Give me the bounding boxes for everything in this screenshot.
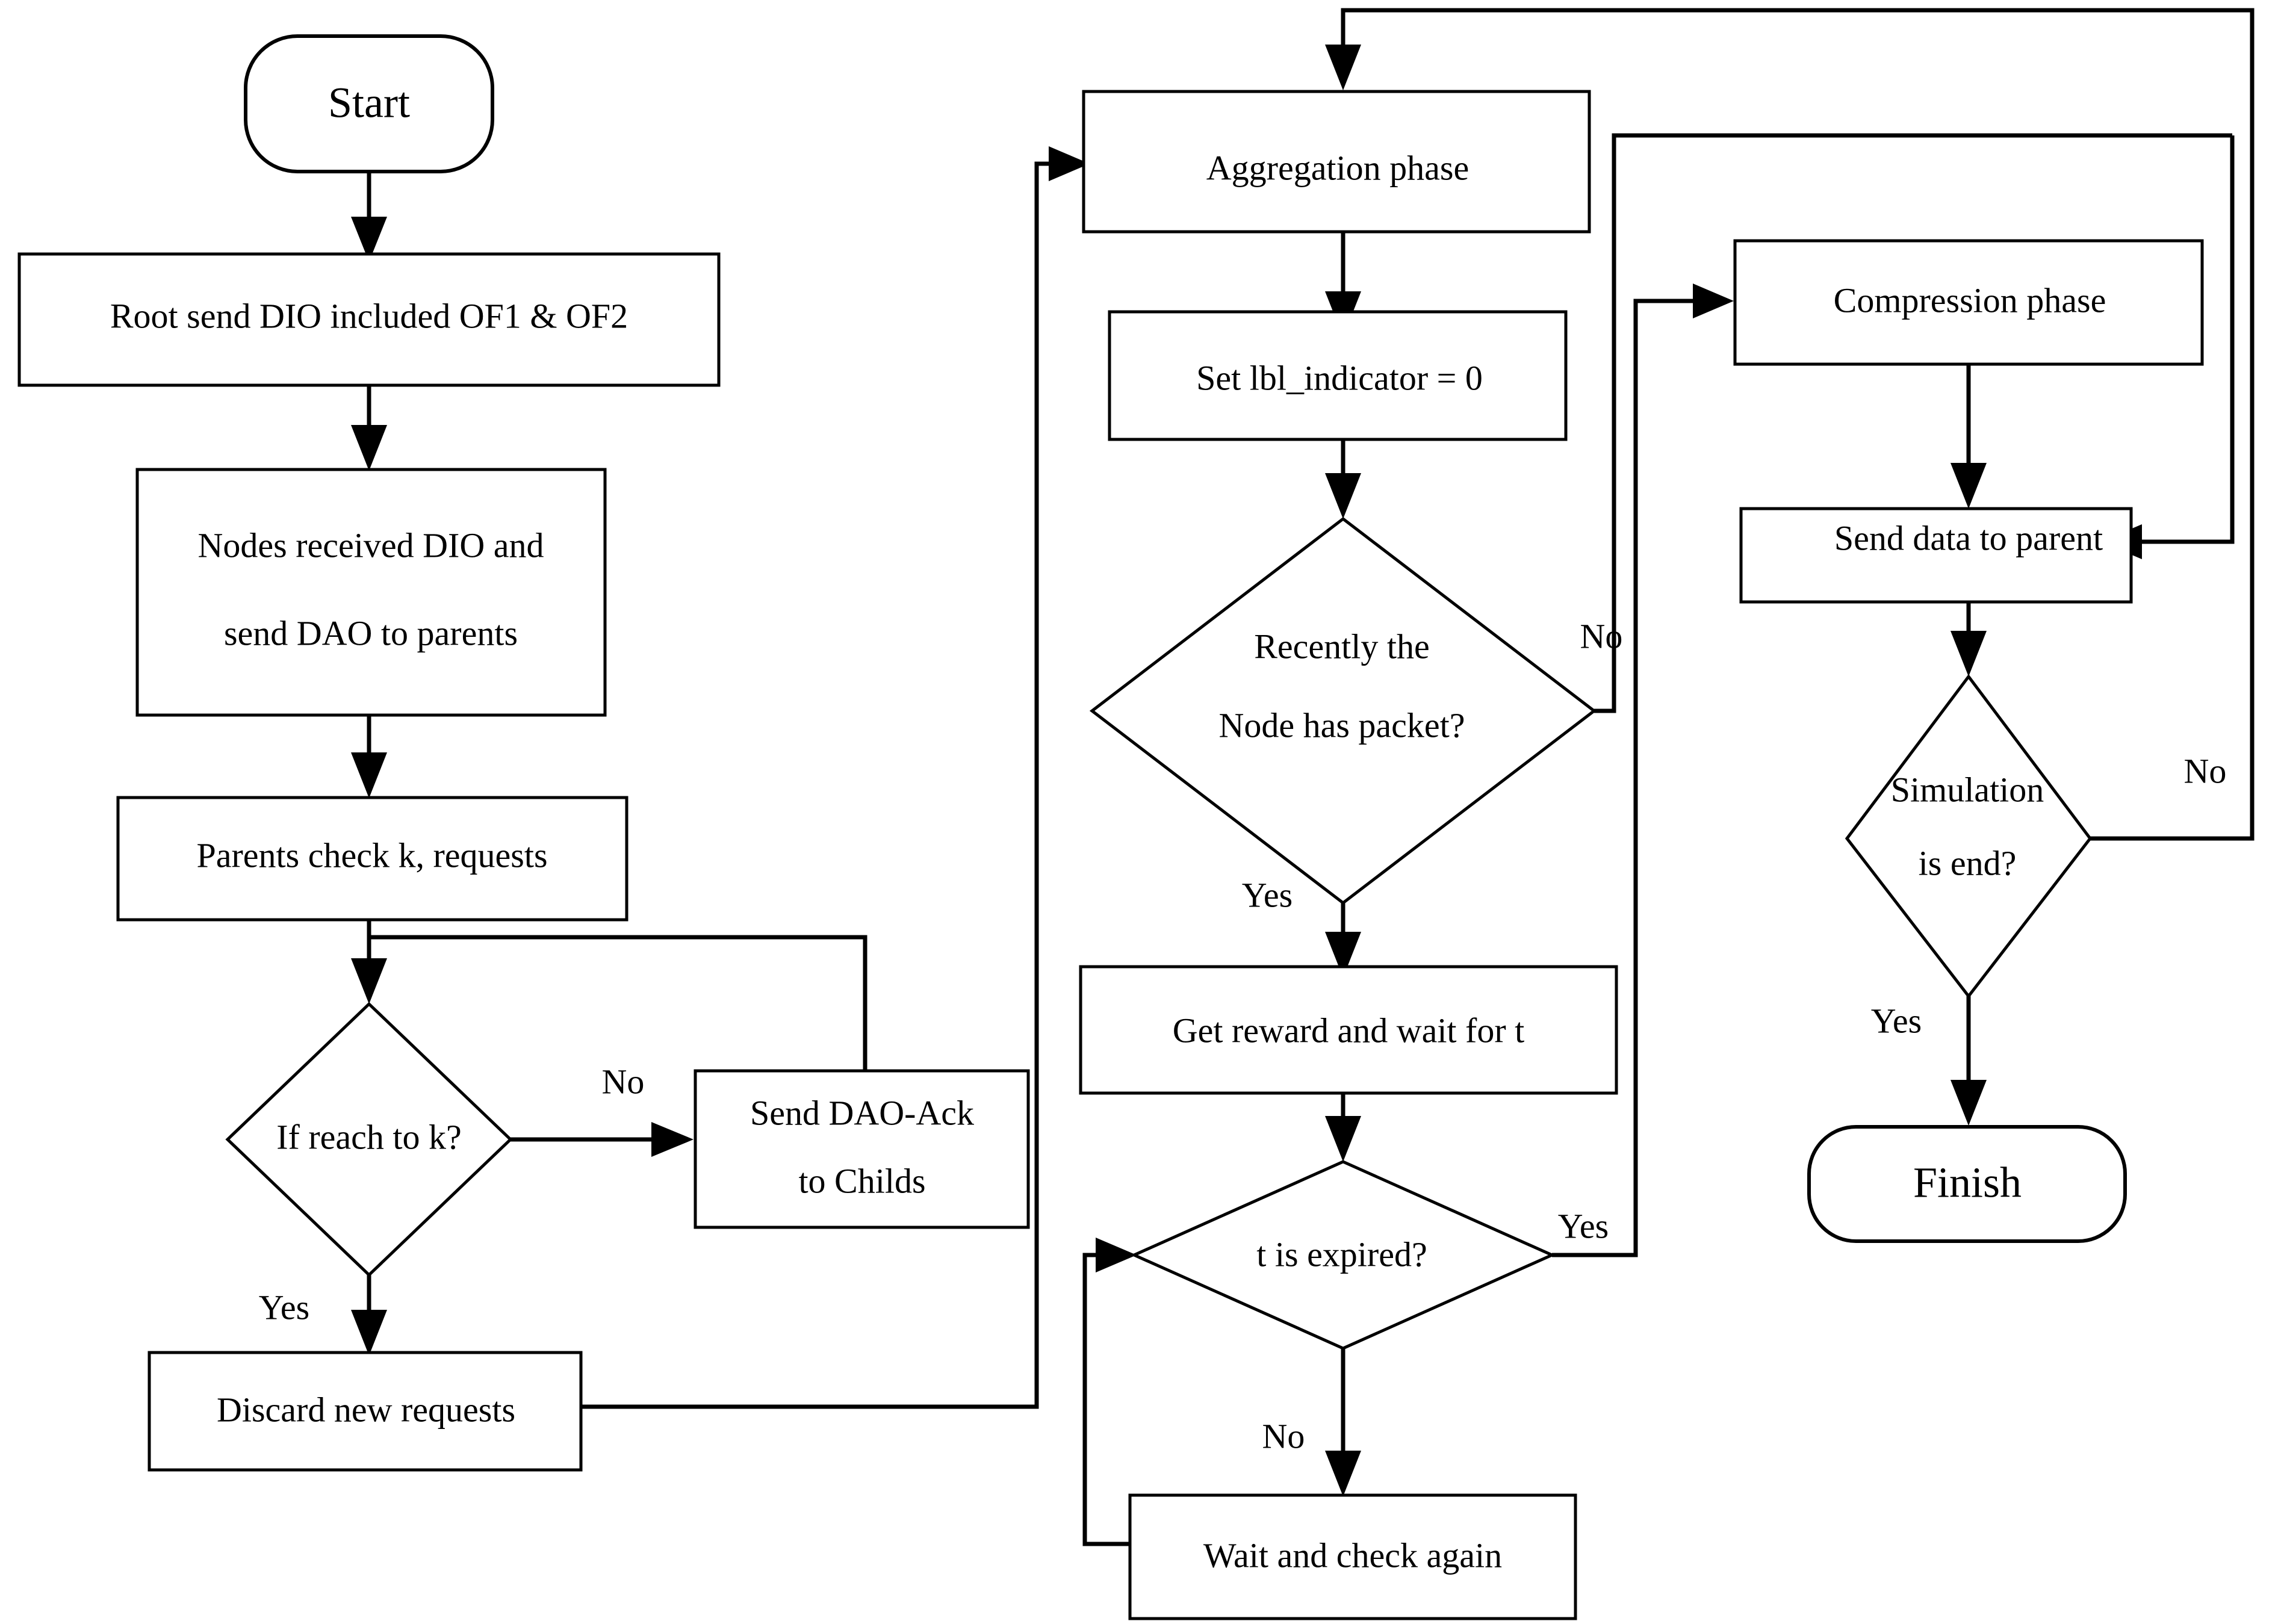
edge-t-expired-no-to-wait-check (1325, 1348, 1361, 1496)
node-finish[interactable]: Finish (1807, 1125, 2127, 1243)
node-discard-requests-label: Discard new requests (217, 1390, 515, 1429)
edge-label-t-expired-yes: Yes (1558, 1206, 1609, 1245)
node-node-has-packet-label-line2: Node has packet? (1218, 705, 1465, 745)
node-send-dao-ack-label-line2: to Childs (798, 1161, 925, 1200)
edge-set-lbl-to-node-has-packet (1325, 439, 1361, 519)
node-set-lbl-label: Set lbl_indicator = 0 (1196, 358, 1483, 397)
node-root-send-dio[interactable]: Root send DIO included OF1 & OF2 (17, 252, 721, 387)
node-t-expired[interactable]: t is expired? (1130, 1160, 1556, 1350)
edge-label-simulation-end-no: No (2184, 751, 2227, 790)
edge-send-data-to-simulation-end (1951, 602, 1987, 677)
node-finish-label: Finish (1913, 1159, 2022, 1207)
node-get-reward[interactable]: Get reward and wait for t (1079, 965, 1618, 1095)
node-simulation-end[interactable]: Simulation is end? (1845, 674, 2093, 999)
edge-label-simulation-end-yes: Yes (1871, 1001, 1922, 1040)
edge-root-send-dio-to-nodes-received (351, 385, 387, 471)
node-simulation-end-label-line2: is end? (1919, 843, 2017, 882)
edge-get-reward-to-t-expired (1325, 1093, 1361, 1162)
node-node-has-packet-label-line1: Recently the (1254, 627, 1430, 666)
node-node-has-packet[interactable]: Recently the Node has packet? (1089, 516, 1597, 905)
node-nodes-received-label-line2: send DAO to parents (224, 613, 518, 652)
edge-if-reach-k-no-to-send-dao-ack (511, 1122, 694, 1157)
edge-simulation-end-no-to-aggregation (1325, 8, 2255, 841)
node-aggregation-label: Aggregation phase (1206, 148, 1469, 187)
edge-label-node-has-packet-yes: Yes (1242, 875, 1293, 914)
edge-nodes-received-to-parents-check (351, 715, 387, 798)
edge-simulation-end-yes-to-finish (1951, 996, 1987, 1126)
node-send-data-label: Send data to parent (1834, 518, 2103, 557)
node-parents-check[interactable]: Parents check k, requests (116, 796, 628, 922)
node-aggregation[interactable]: Aggregation phase (1082, 90, 1591, 234)
edge-if-reach-k-yes-to-discard-requests (351, 1275, 387, 1356)
node-compression-label: Compression phase (1834, 280, 2106, 320)
node-wait-check[interactable]: Wait and check again (1128, 1493, 1577, 1620)
node-simulation-end-label-line1: Simulation (1891, 770, 2044, 809)
edge-label-if-reach-k-no: No (602, 1062, 645, 1101)
edge-node-has-packet-no-to-compression (1594, 133, 2232, 713)
edge-send-dao-ack-back-to-if-reach-k (369, 935, 867, 1071)
node-nodes-received[interactable]: Nodes received DIO and send DAO to paren… (135, 468, 607, 717)
edge-t-expired-yes-to-compression (1552, 284, 1734, 1257)
node-start[interactable]: Start (244, 34, 494, 173)
node-parents-check-label: Parents check k, requests (196, 835, 547, 875)
node-root-send-dio-label: Root send DIO included OF1 & OF2 (110, 296, 628, 335)
node-if-reach-k[interactable]: If reach to k? (225, 1002, 513, 1277)
node-compression[interactable]: Compression phase (1733, 239, 2204, 366)
edge-label-if-reach-k-yes: Yes (259, 1288, 309, 1327)
edge-wait-check-to-t-expired (1082, 1238, 1137, 1546)
node-set-lbl[interactable]: Set lbl_indicator = 0 (1108, 310, 1568, 441)
node-nodes-received-label-line1: Nodes received DIO and (198, 525, 544, 565)
edge-parents-check-to-if-reach-k (351, 920, 387, 1004)
node-start-label: Start (328, 79, 410, 127)
edge-label-t-expired-no: No (1262, 1416, 1305, 1455)
edge-start-to-root-send-dio (351, 172, 387, 262)
edge-discard-requests-to-aggregation (581, 146, 1090, 1409)
node-get-reward-label: Get reward and wait for t (1173, 1011, 1525, 1050)
node-send-dao-ack[interactable]: Send DAO-Ack to Childs (694, 1069, 1030, 1229)
node-send-dao-ack-label-line1: Send DAO-Ack (750, 1093, 974, 1132)
node-if-reach-k-label: If reach to k? (276, 1117, 462, 1156)
node-t-expired-label: t is expired? (1256, 1235, 1427, 1274)
node-wait-check-label: Wait and check again (1203, 1536, 1502, 1575)
node-send-data[interactable]: Send data to parent (1739, 507, 2133, 604)
edge-label-node-has-packet-no: No (1580, 616, 1623, 655)
node-discard-requests[interactable]: Discard new requests (147, 1351, 583, 1472)
edge-node-has-packet-yes-to-get-reward (1325, 903, 1361, 978)
